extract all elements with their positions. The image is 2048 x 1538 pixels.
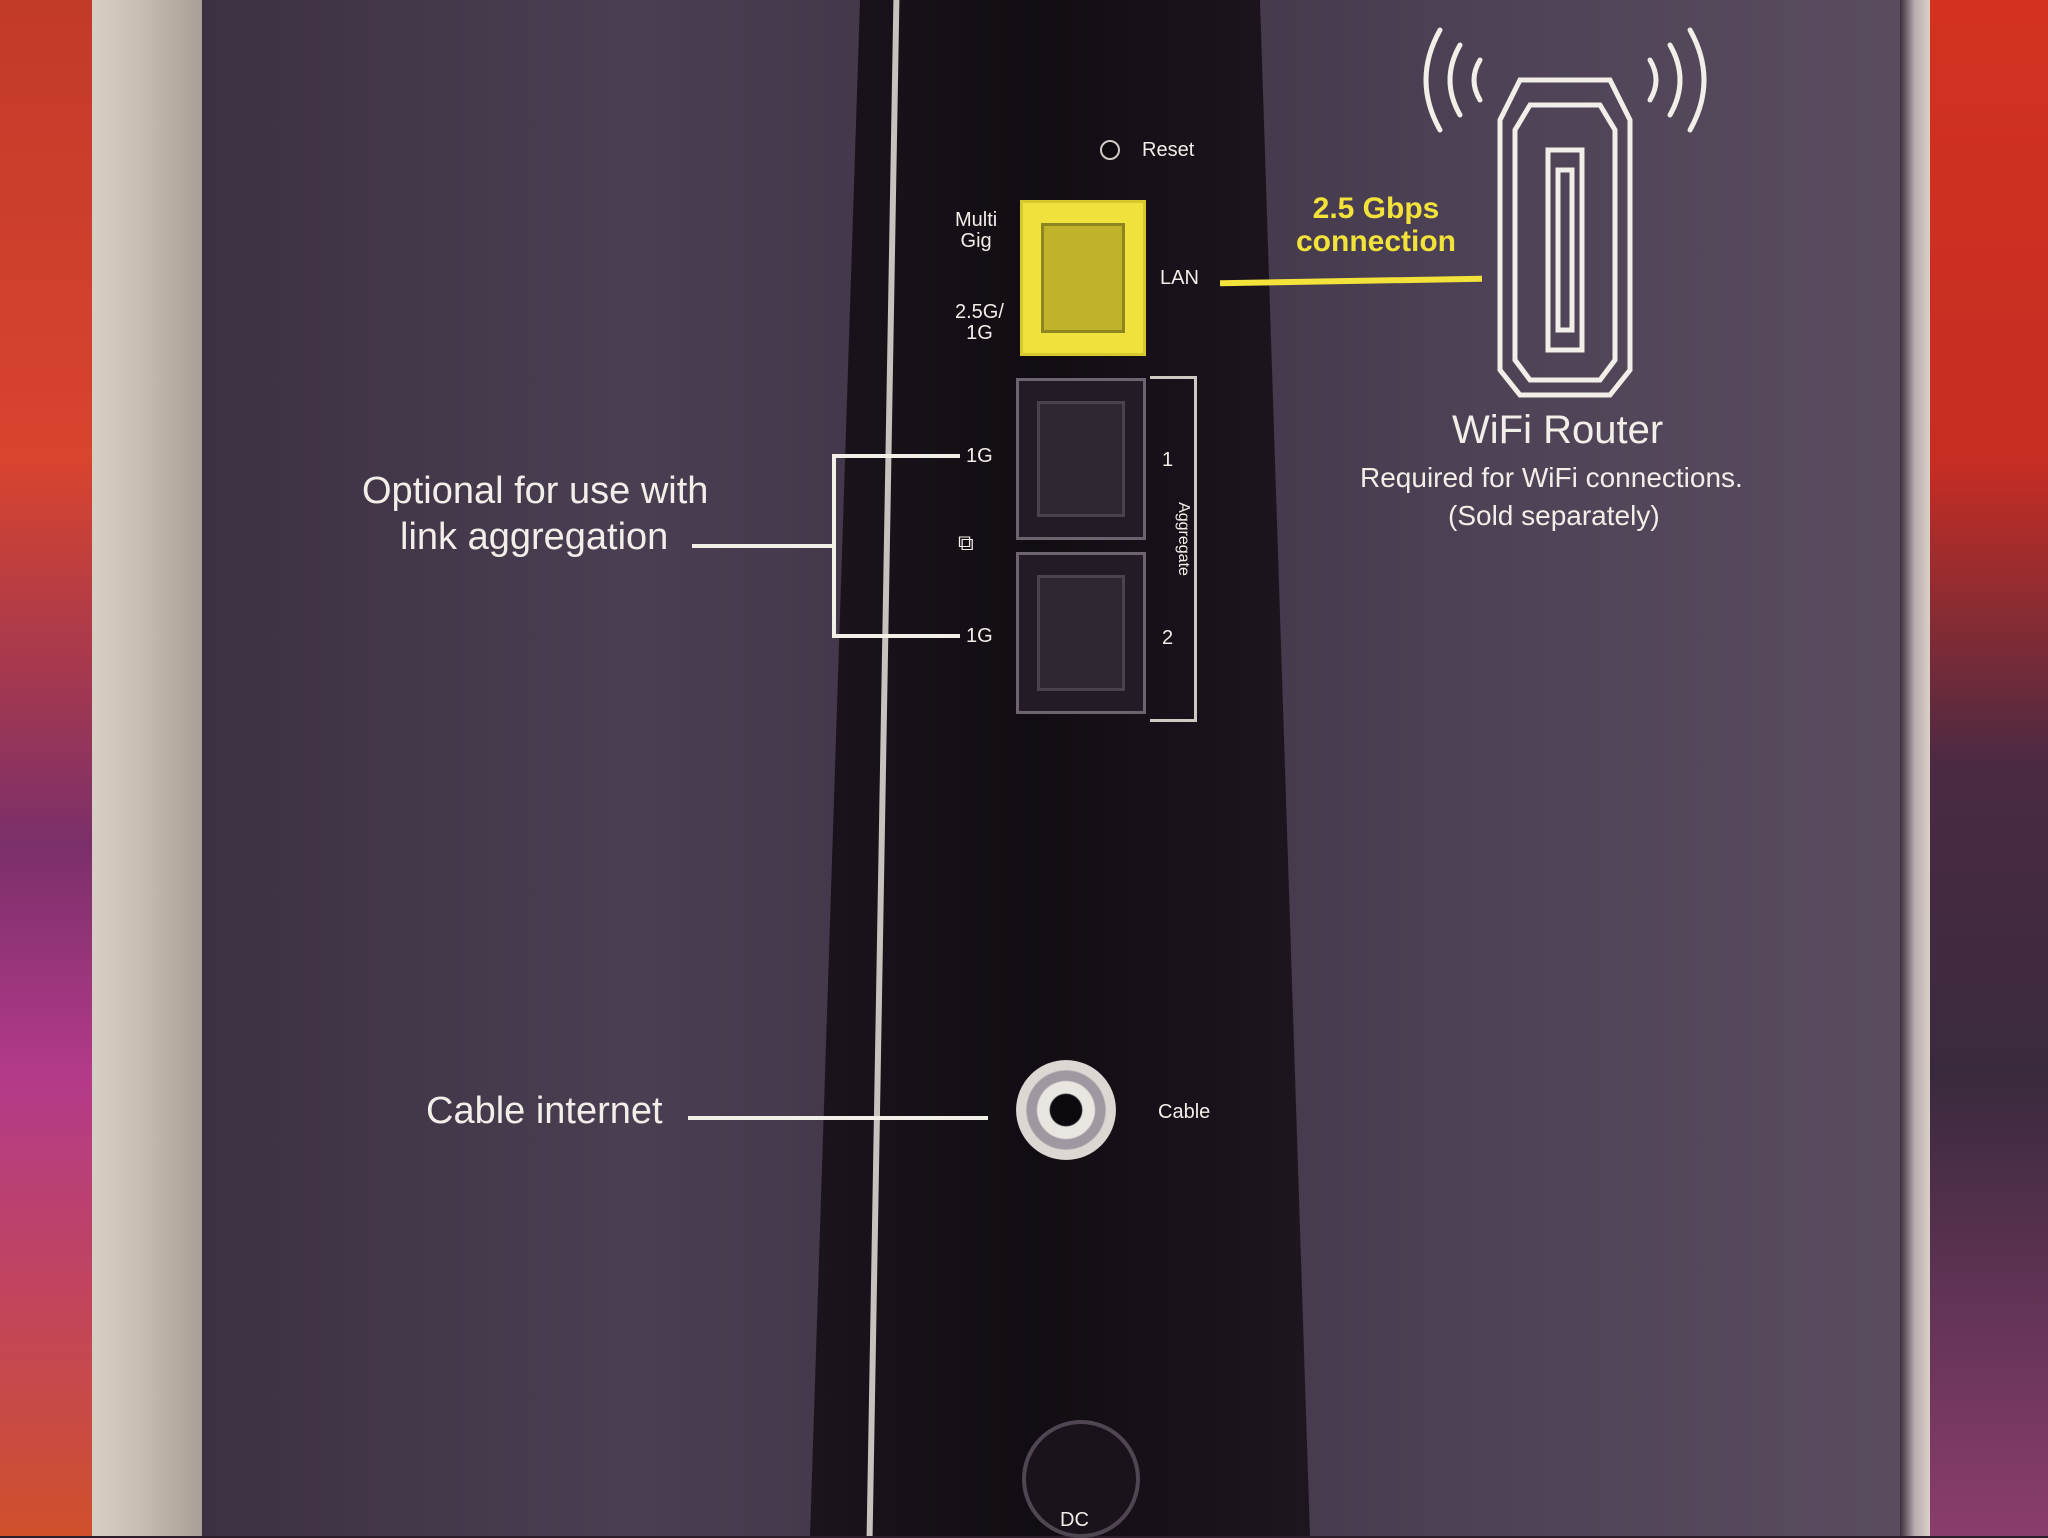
coax-cable-port [1016,1060,1116,1160]
aggregate-label: Aggregate [1174,502,1192,576]
optional-callout-line2: link aggregation [400,516,669,558]
lan-port-1-socket [1037,401,1125,517]
optional-callout-line [692,544,834,548]
router-subtitle: Required for WiFi connections. [1360,462,1743,493]
aggregate-number-2: 2 [1162,627,1174,649]
multi-gig-port-socket [1041,223,1125,333]
cable-internet-callout: Cable internet [426,1090,663,1132]
reset-button [1100,140,1120,160]
cable-port-label: Cable [1158,1101,1211,1123]
lan-label: LAN [1160,267,1199,289]
lan-port-1 [1016,378,1146,540]
reset-label: Reset [1142,139,1195,161]
network-icon: ⧉ [958,530,974,555]
cable-callout-line [688,1116,988,1120]
router-title: WiFi Router [1452,408,1664,452]
port-1g-top-label: 1G [966,445,993,467]
connection-callout: 2.5 Gbps connection [1296,192,1457,258]
optional-callout-bottom-branch [832,634,960,638]
router-note: (Sold separately) [1448,500,1660,531]
lan-port-2 [1016,552,1146,714]
multi-gig-label: Multi Gig [955,209,998,252]
box-right-edge [1900,0,1930,1536]
optional-callout-vertical [832,454,836,638]
aggregate-number-1: 1 [1162,449,1174,471]
background-right [1918,0,2048,1536]
multi-gig-port [1020,200,1146,356]
aggregate-bracket [1150,376,1197,722]
optional-callout-top-branch [832,454,960,458]
optional-callout-line1: Optional for use with [362,470,709,512]
speed-2-5g-label: 2.5G/ 1G [955,301,1004,344]
dc-label: DC [1060,1509,1089,1531]
box-left-edge [92,0,202,1536]
wifi-router-icon [1423,27,1707,398]
dc-power-port [1022,1420,1140,1538]
port-1g-bottom-label: 1G [966,625,993,647]
lan-port-2-socket [1037,575,1125,691]
